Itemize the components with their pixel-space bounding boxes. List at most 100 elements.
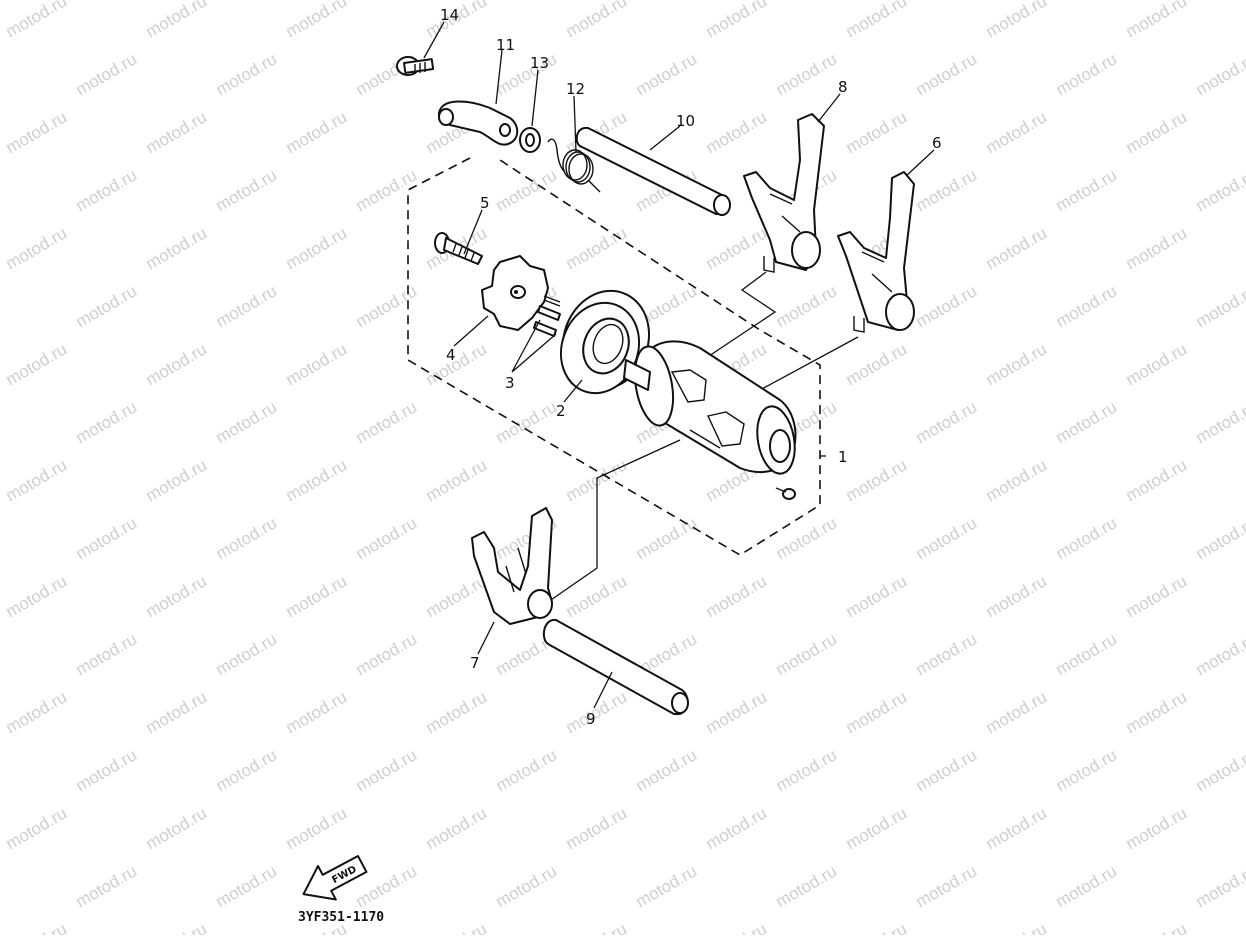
watermark-text: motod.ru xyxy=(1193,49,1246,99)
watermark-text: motod.ru xyxy=(3,919,71,935)
watermark-text: motod.ru xyxy=(283,571,351,621)
leader-6 xyxy=(760,337,858,390)
watermark-text: motod.ru xyxy=(493,745,561,795)
watermark-text: motod.ru xyxy=(423,919,491,935)
watermark-text: motod.ru xyxy=(1123,0,1191,41)
watermark-text: motod.ru xyxy=(703,571,771,621)
watermark-text: motod.ru xyxy=(913,513,981,563)
watermark-text: motod.ru xyxy=(843,0,911,41)
watermark-text: motod.ru xyxy=(843,687,911,737)
watermark-text: motod.ru xyxy=(353,165,421,215)
watermark-text: motod.ru xyxy=(73,513,141,563)
watermark-text: motod.ru xyxy=(493,397,561,447)
watermark-text: motod.ru xyxy=(913,281,981,331)
watermark-text: motod.ru xyxy=(1053,861,1121,911)
watermark-text: motod.ru xyxy=(913,165,981,215)
watermark-text: motod.ru xyxy=(213,861,281,911)
leader-6b xyxy=(906,150,934,176)
watermark-text: motod.ru xyxy=(913,745,981,795)
watermark-text: motod.ru xyxy=(143,571,211,621)
watermark-text: motod.ru xyxy=(1053,629,1121,679)
watermark-text: motod.ru xyxy=(353,629,421,679)
watermark-text: motod.ru xyxy=(73,281,141,331)
watermark-text: motod.ru xyxy=(1123,803,1191,853)
watermark-text: motod.ru xyxy=(3,803,71,853)
watermark-text: motod.ru xyxy=(983,223,1051,273)
watermark-text: motod.ru xyxy=(1193,745,1246,795)
callout-4: 4 xyxy=(446,346,456,364)
watermark-text: motod.ru xyxy=(73,49,141,99)
drum-screw xyxy=(776,488,795,499)
watermark-text: motod.ru xyxy=(1053,165,1121,215)
watermark-text: motod.ru xyxy=(983,0,1051,41)
watermark-text: motod.ru xyxy=(703,107,771,157)
callout-10: 10 xyxy=(676,112,695,130)
watermark-text: motod.ru xyxy=(3,455,71,505)
watermark-text: motod.ru xyxy=(703,0,771,41)
watermark-text: motod.ru xyxy=(633,745,701,795)
watermark-text: motod.ru xyxy=(423,571,491,621)
watermark-text: motod.ru xyxy=(3,107,71,157)
callout-13: 13 xyxy=(530,54,549,72)
watermark-text: motod.ru xyxy=(1193,629,1246,679)
watermark-text: motod.ru xyxy=(703,223,771,273)
watermark-text: motod.ru xyxy=(1053,745,1121,795)
watermark-text: motod.ru xyxy=(633,49,701,99)
watermark-text: motod.ru xyxy=(213,513,281,563)
part-13-washer xyxy=(520,128,540,152)
watermark-text: motod.ru xyxy=(913,861,981,911)
watermark-text: motod.ru xyxy=(983,803,1051,853)
part-14-bolt xyxy=(397,57,433,75)
watermark-text: motod.ru xyxy=(143,919,211,935)
watermark-text: motod.ru xyxy=(3,0,71,41)
callout-7: 7 xyxy=(470,654,480,672)
callout-3: 3 xyxy=(505,374,515,392)
callout-11: 11 xyxy=(496,36,515,54)
watermark-text: motod.ru xyxy=(1123,339,1191,389)
callout-9: 9 xyxy=(586,710,596,728)
watermark-text: motod.ru xyxy=(3,571,71,621)
watermark-text: motod.ru xyxy=(213,281,281,331)
watermark-text: motod.ru xyxy=(493,861,561,911)
watermark-text: motod.ru xyxy=(73,861,141,911)
watermark-text: motod.ru xyxy=(773,861,841,911)
leader-7b xyxy=(478,622,494,654)
watermark-text: motod.ru xyxy=(563,919,631,935)
callout-8: 8 xyxy=(838,78,848,96)
watermark-text: motod.ru xyxy=(773,629,841,679)
watermark-text: motod.ru xyxy=(213,397,281,447)
watermark-text: motod.ru xyxy=(913,49,981,99)
watermark-text: motod.ru xyxy=(983,919,1051,935)
part-7-shift-fork xyxy=(472,508,552,624)
watermark-text: motod.ru xyxy=(143,223,211,273)
watermark-text: motod.ru xyxy=(283,223,351,273)
watermark-text: motod.ru xyxy=(703,687,771,737)
watermark-text: motod.ru xyxy=(73,165,141,215)
leader-8b xyxy=(818,94,840,122)
watermark-text: motod.ru xyxy=(143,107,211,157)
watermark-text: motod.ru xyxy=(1053,281,1121,331)
watermark-text: motod.ru xyxy=(493,165,561,215)
watermark-text: motod.ru xyxy=(983,107,1051,157)
watermark-text: motod.ru xyxy=(423,687,491,737)
watermark-text: motod.ru xyxy=(423,339,491,389)
watermark-text: motod.ru xyxy=(143,455,211,505)
watermark-text: motod.ru xyxy=(143,0,211,41)
watermark-text: motod.ru xyxy=(843,803,911,853)
watermark-text: motod.ru xyxy=(283,455,351,505)
watermark-text: motod.ru xyxy=(1123,455,1191,505)
watermark-text: motod.ru xyxy=(213,165,281,215)
watermark-text: motod.ru xyxy=(983,571,1051,621)
watermark-text: motod.ru xyxy=(1193,165,1246,215)
watermark-text: motod.ru xyxy=(563,223,631,273)
watermark-text: motod.ru xyxy=(1193,513,1246,563)
watermark-text: motod.ru xyxy=(843,571,911,621)
callout-5: 5 xyxy=(480,194,490,212)
watermark-text: motod.ru xyxy=(773,281,841,331)
watermark-text: motod.ru xyxy=(213,745,281,795)
watermark-text: motod.ru xyxy=(563,455,631,505)
watermark-text: motod.ru xyxy=(1123,223,1191,273)
watermark-text: motod.ru xyxy=(703,803,771,853)
callout-2: 2 xyxy=(556,402,566,420)
